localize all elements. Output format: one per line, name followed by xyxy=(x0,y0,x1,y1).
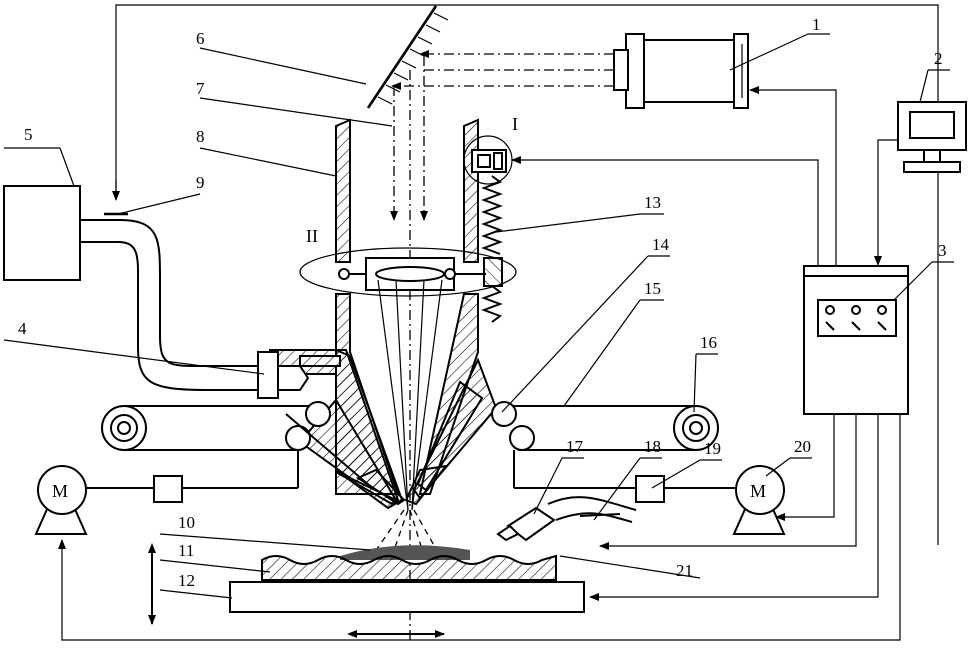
label-4: 4 xyxy=(18,319,27,338)
left-motor-label: M xyxy=(52,481,68,501)
label-14: 14 xyxy=(652,235,670,254)
powder-feeder xyxy=(4,186,308,398)
label-15: 15 xyxy=(644,279,661,298)
left-motor: M xyxy=(36,466,298,534)
worktable xyxy=(230,582,584,612)
label-roman-1: I xyxy=(512,114,518,134)
label-roman-2: II xyxy=(306,226,318,246)
laser-source xyxy=(392,34,748,108)
welding-torch xyxy=(498,497,636,540)
label-20: 20 xyxy=(794,437,811,456)
label-1: 1 xyxy=(812,15,821,34)
label-6: 6 xyxy=(196,29,205,48)
label-18: 18 xyxy=(644,437,661,456)
label-10: 10 xyxy=(178,513,195,532)
label-2: 2 xyxy=(934,49,943,68)
label-8: 8 xyxy=(196,127,205,146)
label-19: 19 xyxy=(704,439,721,458)
label-12: 12 xyxy=(178,571,195,590)
right-motor-label: M xyxy=(750,481,766,501)
computer xyxy=(898,102,966,172)
label-3: 3 xyxy=(938,241,947,260)
controller xyxy=(804,266,908,414)
label-11: 11 xyxy=(178,541,194,560)
label-16: 16 xyxy=(700,333,717,352)
label-13: 13 xyxy=(644,193,661,212)
label-7: 7 xyxy=(196,79,205,98)
label-21: 21 xyxy=(676,561,693,580)
label-5: 5 xyxy=(24,125,33,144)
label-9: 9 xyxy=(196,173,205,192)
label-17: 17 xyxy=(566,437,584,456)
right-motor: M xyxy=(514,466,784,534)
deposition-zone xyxy=(340,510,470,560)
